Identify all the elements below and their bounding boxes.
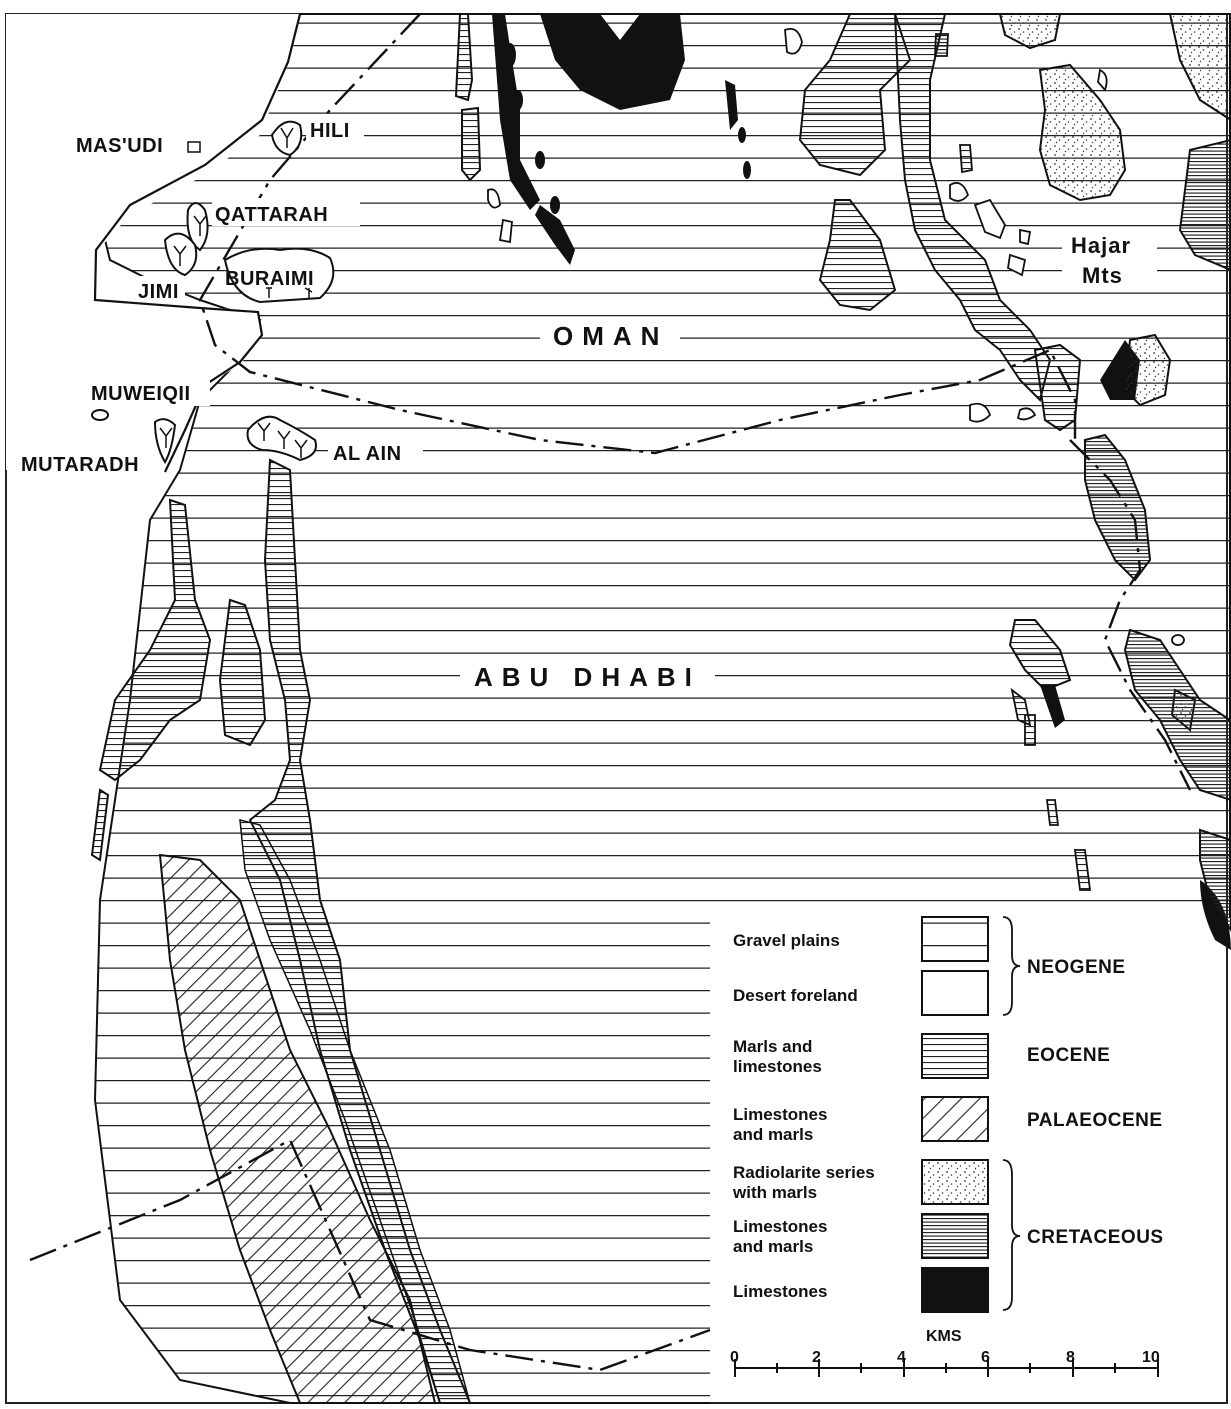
legend-swatch-eocene [921, 1033, 989, 1079]
cretaceous-marls [1084, 138, 1231, 932]
palaeocene-region [158, 853, 437, 1404]
scale-tick-2: 2 [812, 1349, 821, 1366]
legend-age-palaeocene: PALAEOCENE [1027, 1110, 1163, 1131]
label-al-ain: AL AIN [333, 443, 402, 465]
scale-tick-10: 10 [1142, 1349, 1160, 1366]
scale-bar [734, 1359, 1159, 1377]
legend-item-2-line-1: limestones [733, 1057, 822, 1076]
scale-unit: KMS [926, 1328, 962, 1345]
label-abu-dhabi: ABU DHABI [474, 662, 701, 692]
place-labels: MAS'UDI HILI QATTARAH JIMI BURAIMI MUWEI… [18, 114, 423, 476]
legend-item-6-line-0: Limestones [733, 1282, 827, 1301]
legend-swatch-limestones [921, 1267, 989, 1313]
legend-swatch-palaeocene [921, 1096, 989, 1142]
legend-item-3-line-0: Limestones [733, 1105, 827, 1124]
label-jimi: JIMI [138, 281, 179, 303]
eocene-ridges [90, 13, 1082, 1404]
label-mutaradh: MUTARADH [21, 454, 139, 476]
label-hajar: Hajar [1071, 233, 1131, 258]
legend-swatch-desert [921, 970, 989, 1016]
legend-text: Gravel plains Desert foreland Marls and … [732, 931, 1164, 1301]
legend-item-3-line-1: and marls [733, 1125, 813, 1144]
label-muweiqii: MUWEIQII [91, 383, 191, 405]
legend-age-eocene: EOCENE [1027, 1045, 1110, 1066]
scale-tick-4: 4 [897, 1349, 906, 1366]
label-hili: HILI [310, 120, 350, 142]
scale-tick-6: 6 [981, 1349, 990, 1366]
legend-item-0-line-0: Gravel plains [733, 931, 840, 950]
legend-item-5-line-1: and marls [733, 1237, 813, 1256]
masudi-symbol [187, 141, 201, 153]
legend-swatch-cretaceous-marls [921, 1213, 989, 1259]
legend-braces [1002, 916, 1021, 1311]
well-symbols [159, 127, 313, 458]
label-qattarah: QATTARAH [215, 204, 328, 226]
label-buraimi: BURAIMI [225, 268, 314, 290]
legend-item-2-line-0: Marls and [733, 1037, 812, 1056]
legend-item-4-line-1: with marls [732, 1183, 817, 1202]
small-patches [487, 27, 1185, 891]
legend-age-cretaceous: CRETACEOUS [1027, 1227, 1164, 1248]
scale-tick-8: 8 [1066, 1349, 1075, 1366]
oasis-patches [91, 120, 335, 464]
legend-swatches [921, 916, 989, 1313]
label-mts: Mts [1082, 263, 1123, 288]
legend-swatch-radiolarite [921, 1159, 989, 1205]
radiolarite-series [998, 13, 1231, 732]
region-labels: OMAN ABU DHABI Hajar Mts [460, 232, 1157, 696]
palaeocene-eocene-strip [239, 819, 471, 1404]
legend-item-5-line-0: Limestones [733, 1217, 827, 1236]
boundary-lines [29, 13, 1192, 1372]
scale-tick-0: 0 [730, 1349, 739, 1366]
label-oman: OMAN [553, 321, 668, 351]
scale-labels: KMS 0 2 4 6 8 10 [730, 1328, 1160, 1366]
legend-item-1-line-0: Desert foreland [733, 986, 858, 1005]
coast-outline [93, 13, 302, 473]
legend-age-neogene: NEOGENE [1027, 957, 1126, 978]
legend-item-4-line-0: Radiolarite series [733, 1163, 875, 1182]
label-masudi: MAS'UDI [76, 135, 163, 157]
legend-swatch-gravel [921, 916, 989, 962]
